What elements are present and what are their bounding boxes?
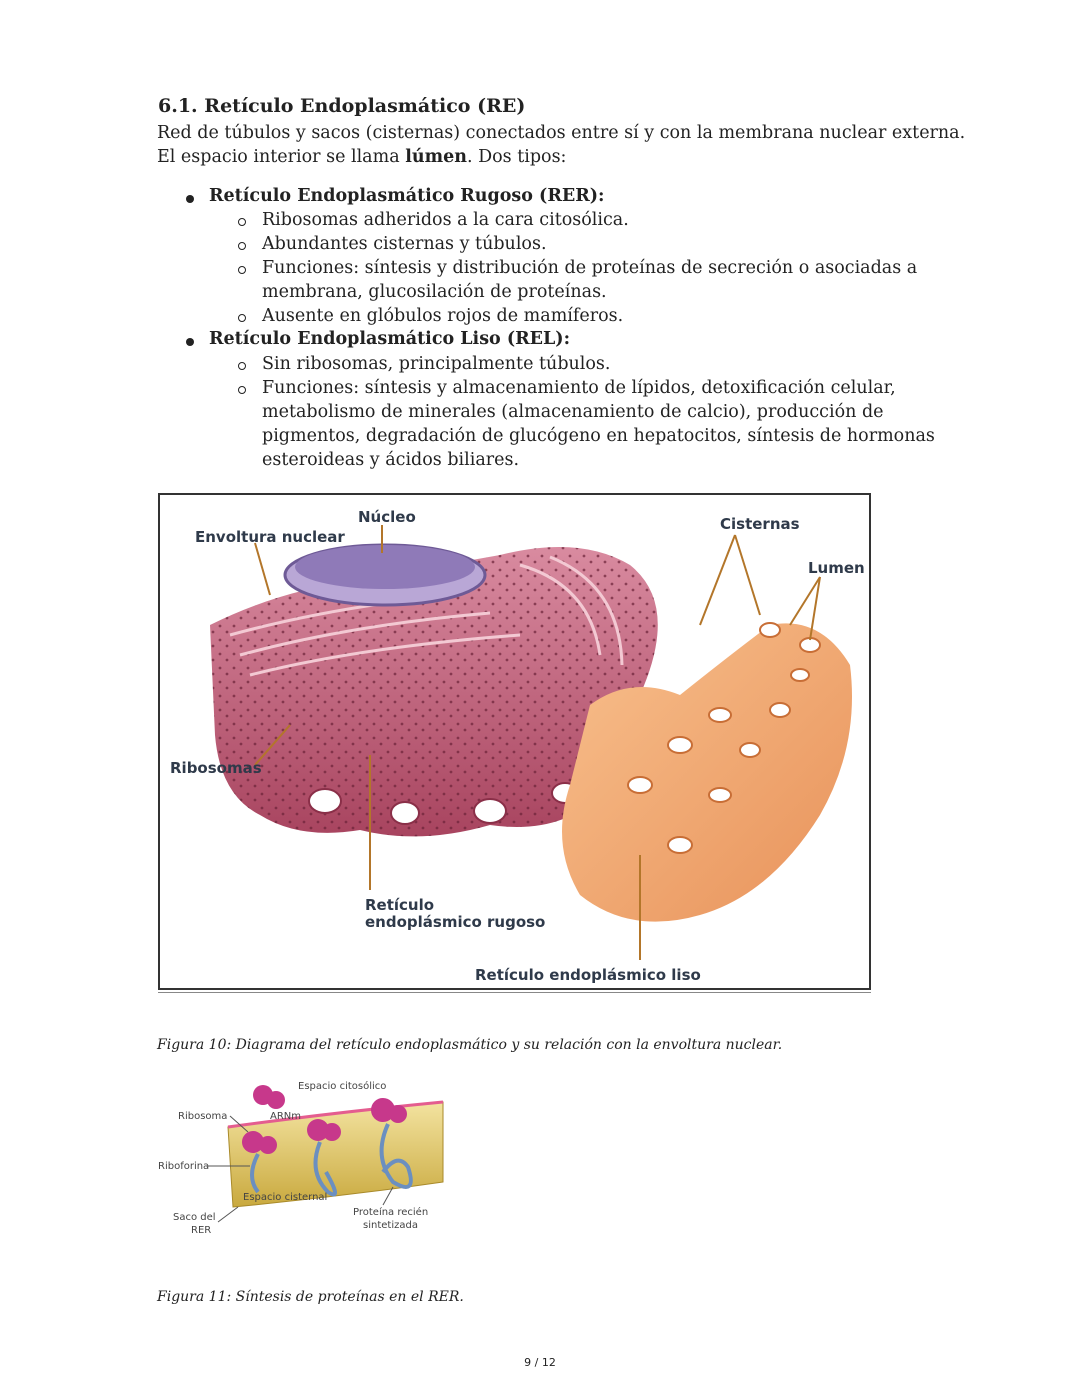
rer-heading: Retículo Endoplasmático Rugoso (RER): bbox=[209, 186, 605, 206]
figure11-caption: Figura 11: Síntesis de proteínas en el R… bbox=[157, 1289, 464, 1305]
er-diagram-illustration: Envoltura nuclear Núcleo Cisternas Lumen… bbox=[170, 508, 865, 984]
rer-item: Abundantes cisternas y túbulos. bbox=[262, 234, 547, 254]
protein-synthesis-illustration: Espacio citosólico Ribosoma ARNm Ribofor… bbox=[158, 1080, 444, 1236]
intro-text-b: . Dos tipos: bbox=[466, 147, 567, 167]
rel-item-continued: metabolismo de minerales (almacenamiento… bbox=[262, 402, 884, 422]
intro-line-1: Red de túbulos y sacos (cisternas) conec… bbox=[157, 123, 966, 143]
figure10-caption: Figura 10: Diagrama del retículo endopla… bbox=[157, 1037, 783, 1053]
rer-item: Ribosomas adheridos a la cara citosólica… bbox=[262, 210, 629, 230]
rel-item-continued: esteroideas y ácidos biliares. bbox=[262, 450, 520, 470]
rer-item: Ausente en glóbulos rojos de mamíferos. bbox=[262, 306, 624, 326]
label-ribosoma: Ribosoma bbox=[178, 1111, 227, 1122]
rel-item-continued: pigmentos, degradación de glucógeno en h… bbox=[262, 426, 935, 446]
rel-heading: Retículo Endoplasmático Liso (REL): bbox=[209, 329, 571, 349]
rer-protein-synthesis-figure: Espacio citosólico Ribosoma ARNm Ribofor… bbox=[158, 1072, 448, 1242]
label-rer-line2: endoplásmico rugoso bbox=[365, 913, 545, 931]
label-rer-line1: Retículo bbox=[365, 896, 434, 914]
label-rel: Retículo endoplásmico liso bbox=[475, 966, 701, 984]
label-cisternas: Cisternas bbox=[720, 515, 800, 533]
label-proteina-line1: Proteína recién bbox=[353, 1206, 428, 1218]
er-diagram-figure: Envoltura nuclear Núcleo Cisternas Lumen… bbox=[158, 493, 871, 990]
label-proteina-line2: sintetizada bbox=[363, 1220, 418, 1231]
label-saco-line2: RER bbox=[191, 1225, 211, 1236]
label-espacio-citosolico: Espacio citosólico bbox=[298, 1080, 386, 1092]
circle-bullet-icon bbox=[238, 314, 246, 322]
circle-bullet-icon bbox=[238, 386, 246, 394]
circle-bullet-icon bbox=[238, 242, 246, 250]
circle-bullet-icon bbox=[238, 266, 246, 274]
rel-item: Sin ribosomas, principalmente túbulos. bbox=[262, 354, 611, 374]
intro-text-a: El espacio interior se llama bbox=[157, 147, 406, 167]
label-lumen: Lumen bbox=[808, 559, 865, 577]
bullet-icon bbox=[186, 195, 194, 203]
lumen-term: lúmen bbox=[405, 147, 467, 167]
label-nucleo: Núcleo bbox=[358, 508, 416, 526]
label-espacio-cisternal: Espacio cisternal bbox=[243, 1192, 327, 1203]
circle-bullet-icon bbox=[238, 362, 246, 370]
label-envoltura-nuclear: Envoltura nuclear bbox=[195, 528, 345, 546]
rer-item: Funciones: síntesis y distribución de pr… bbox=[262, 258, 918, 278]
bullet-icon bbox=[186, 338, 194, 346]
page-number: 9 / 12 bbox=[524, 1356, 556, 1369]
section-title: 6.1. Retículo Endoplasmático (RE) bbox=[158, 95, 526, 117]
label-arnm: ARNm bbox=[270, 1111, 301, 1122]
label-riboforina: Riboforina bbox=[158, 1161, 209, 1172]
figure-divider bbox=[158, 992, 871, 993]
label-ribosomas: Ribosomas bbox=[170, 759, 262, 777]
rer-item-continued: membrana, glucosilación de proteínas. bbox=[262, 282, 607, 302]
circle-bullet-icon bbox=[238, 218, 246, 226]
intro-line-2: El espacio interior se llama lúmen. Dos … bbox=[157, 145, 566, 169]
rel-item: Funciones: síntesis y almacenamiento de … bbox=[262, 378, 896, 398]
label-saco-line1: Saco del bbox=[173, 1212, 216, 1223]
